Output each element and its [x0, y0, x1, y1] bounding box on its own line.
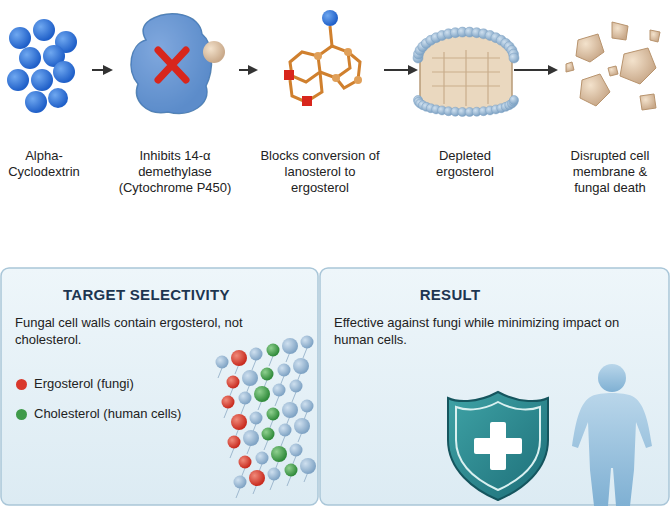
enzyme-icon	[131, 14, 225, 114]
flow-arrow	[92, 69, 111, 71]
membrane-illustration	[216, 336, 317, 499]
human-silhouette	[572, 364, 652, 506]
flow-arrow	[514, 69, 556, 71]
step-caption: Inhibits 14-α demethylase (Cytochrome P4…	[115, 148, 235, 196]
flow-arrow	[239, 69, 256, 71]
process-step: Disrupted cell membrane & fungal death	[560, 6, 660, 206]
process-step: Depleted ergosterol	[420, 6, 510, 206]
panel-body: Fungal cell walls contain ergosterol, no…	[15, 314, 285, 348]
process-step: Alpha- Cyclodextrin	[0, 6, 88, 206]
legend-label: Ergosterol (fungi)	[34, 376, 134, 391]
shield-icon	[448, 392, 548, 500]
info-panel: RESULT Effective against fungi while mini…	[320, 268, 669, 505]
legend-swatch	[16, 409, 27, 420]
step-caption: Blocks conversion of lanosterol to ergos…	[260, 148, 380, 196]
lanosterol-molecule-icon	[284, 10, 362, 106]
legend-label: Cholesterol (human cells)	[34, 406, 181, 421]
flow-arrow	[384, 69, 416, 71]
membrane-icon	[413, 27, 519, 116]
panel-body: Effective against fungi while minimizing…	[334, 314, 634, 348]
legend-swatch	[16, 379, 27, 390]
step-caption: Disrupted cell membrane & fungal death	[560, 148, 660, 196]
process-step: Blocks conversion of lanosterol to ergos…	[260, 6, 380, 206]
fragments-icon	[566, 22, 660, 110]
panel-heading: RESULT	[420, 286, 481, 303]
process-step: Inhibits 14-α demethylase (Cytochrome P4…	[115, 6, 235, 206]
step-caption: Alpha- Cyclodextrin	[0, 148, 88, 180]
panel-heading: TARGET SELECTIVITY	[63, 286, 230, 303]
step-caption: Depleted ergosterol	[420, 148, 510, 180]
cyclodextrin-icon	[7, 19, 77, 113]
